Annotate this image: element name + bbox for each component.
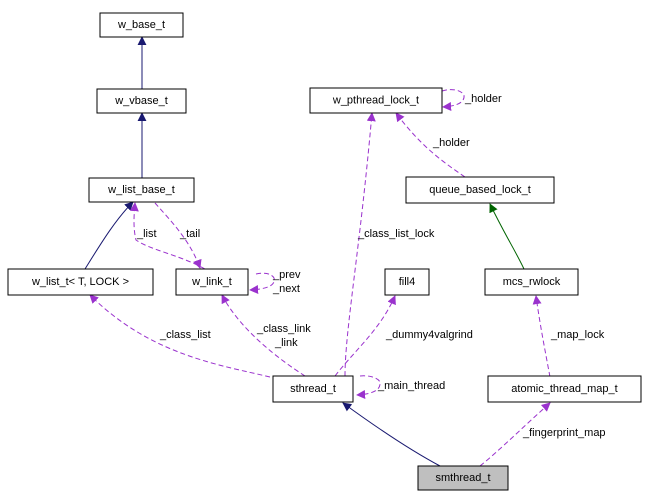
node-w_link_t[interactable]: w_link_t	[175, 268, 249, 296]
edge-smthread_t-to-sthread_t	[342, 402, 441, 467]
edge-mcs_rwlock-to-queue_based_lock_t	[489, 203, 525, 270]
edge-label-next: _next	[272, 283, 300, 295]
node-mcs_rwlock[interactable]: mcs_rwlock	[484, 268, 579, 296]
svg-text:mcs_rwlock: mcs_rwlock	[503, 276, 561, 288]
svg-text:w_list_t< T, LOCK >: w_list_t< T, LOCK >	[31, 276, 129, 288]
edge-sthread_t-to-fill4	[334, 295, 396, 377]
svg-text:w_link_t: w_link_t	[191, 276, 232, 288]
edge-label-list: _list	[136, 228, 157, 240]
edge-sthread_t-to-w_list_t	[89, 294, 271, 378]
edge-sthread_t-self-main_thread	[356, 375, 381, 399]
node-sthread_t[interactable]: sthread_t	[272, 375, 354, 403]
edge-label-holder-self: _holder	[464, 93, 502, 105]
edge-label-class-list-lock: _class_list_lock	[357, 228, 435, 240]
edge-label-main-thread: _main_thread	[377, 380, 445, 392]
edge-smthread_t-to-atomic_thread_map_t	[479, 402, 551, 467]
edge-label-class-link: _class_link	[256, 323, 311, 335]
node-queue_based_lock_t[interactable]: queue_based_lock_t	[405, 176, 555, 204]
svg-text:smthread_t: smthread_t	[435, 472, 490, 484]
node-fill4[interactable]: fill4	[384, 268, 430, 296]
node-w_vbase_t[interactable]: w_vbase_t	[96, 88, 187, 114]
edge-label-dummy4valgrind: _dummy4valgrind	[385, 329, 473, 341]
edge-queue_based_lock_t-to-w_pthread_lock_t	[395, 112, 466, 178]
edge-sthread_t-to-w_link_t	[221, 294, 306, 377]
node-smthread_t[interactable]: smthread_t	[417, 465, 509, 491]
svg-text:w_vbase_t: w_vbase_t	[114, 95, 168, 107]
svg-text:w_list_base_t: w_list_base_t	[107, 184, 175, 196]
edge-label-holder: _holder	[432, 137, 470, 149]
edge-label-link: _link	[274, 337, 298, 349]
svg-text:atomic_thread_map_t: atomic_thread_map_t	[511, 383, 617, 395]
edge-label-class-list: _class_list	[159, 329, 211, 341]
edge-sthread_t-to-w_pthread_lock_t	[344, 112, 376, 377]
svg-text:w_base_t: w_base_t	[117, 19, 165, 31]
node-w_base_t[interactable]: w_base_t	[99, 12, 184, 38]
node-w_list_t[interactable]: w_list_t< T, LOCK >	[7, 268, 154, 296]
svg-text:sthread_t: sthread_t	[290, 383, 336, 395]
svg-text:w_pthread_lock_t: w_pthread_lock_t	[332, 95, 419, 107]
svg-text:queue_based_lock_t: queue_based_lock_t	[429, 184, 531, 196]
edge-w_list_t-to-w_list_base_t	[84, 201, 134, 270]
edge-label-tail: _tail	[179, 228, 200, 240]
edge-w_link_t-self-prev	[249, 272, 275, 295]
edge-w_pthread_lock_t-self-holder	[441, 89, 465, 111]
svg-text:fill4: fill4	[399, 276, 416, 288]
node-w_list_base_t[interactable]: w_list_base_t	[88, 177, 195, 203]
node-w_pthread_lock_t[interactable]: w_pthread_lock_t	[309, 87, 443, 114]
edge-w_link_t-to-w_list_base_t-list	[129, 202, 206, 270]
node-atomic_thread_map_t[interactable]: atomic_thread_map_t	[487, 375, 642, 403]
edge-label-prev: _prev	[272, 269, 301, 281]
edge-label-fingerprint-map: _fingerprint_map	[522, 427, 606, 439]
edge-label-map-lock: _map_lock	[550, 329, 605, 341]
edge-atomic_thread_map_t-to-mcs_rwlock	[532, 295, 551, 378]
